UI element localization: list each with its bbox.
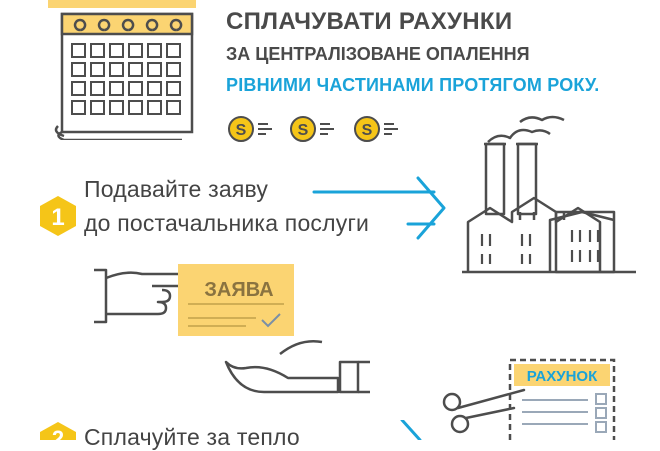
calendar-day-cell bbox=[147, 62, 162, 77]
headline-subtitle: ЗА ЦЕНТРАЛІЗОВАНЕ ОПАЛЕННЯ bbox=[226, 44, 530, 64]
coin-icon: S bbox=[290, 116, 334, 142]
svg-text:S: S bbox=[298, 122, 309, 139]
calendar-day-cell bbox=[147, 100, 162, 115]
arrow-icon bbox=[400, 420, 422, 440]
step-2-line-1: Сплачуйте за тепло bbox=[84, 424, 300, 450]
calendar-day-cell bbox=[166, 81, 181, 96]
svg-text:S: S bbox=[362, 122, 373, 139]
calendar-day-cell bbox=[71, 43, 86, 58]
factory-icon bbox=[462, 115, 636, 274]
step-1-line-2: до постачальника послуги bbox=[84, 210, 370, 236]
calendar-day-cell bbox=[166, 43, 181, 58]
calendar-day-cell bbox=[90, 62, 105, 77]
infographic: СПЛАЧУВАТИ РАХУНКИ ЗА ЦЕНТРАЛІЗОВАНЕ ОПА… bbox=[40, 0, 636, 450]
calendar-day-cell bbox=[166, 62, 181, 77]
calendar-day-cell bbox=[90, 81, 105, 96]
headline-title: СПЛАЧУВАТИ РАХУНКИ bbox=[226, 8, 513, 35]
calendar-day-cell bbox=[128, 81, 143, 96]
calendar-day-cell bbox=[147, 43, 162, 58]
invoice-icon: РАХУНОК bbox=[508, 358, 616, 440]
hand-icon bbox=[94, 268, 190, 324]
step-1-line-1: Подавайте заяву bbox=[84, 176, 269, 202]
invoice-label: РАХУНОК bbox=[527, 368, 598, 385]
calendar-day-cell bbox=[109, 100, 124, 115]
headline-accent: РІВНИМИ ЧАСТИНАМИ ПРОТЯГОМ РОКУ. bbox=[226, 75, 600, 95]
coin-icon: S bbox=[228, 116, 272, 142]
calendar-day-cell bbox=[166, 100, 181, 115]
calendar-day-cell bbox=[128, 100, 143, 115]
hand-icon bbox=[224, 340, 370, 394]
step-number: 2 bbox=[52, 426, 64, 440]
calendar-day-cell bbox=[109, 81, 124, 96]
calendar-day-cell bbox=[128, 43, 143, 58]
arrow-icon bbox=[312, 176, 446, 240]
step-badge: 1 bbox=[40, 196, 76, 236]
application-label: ЗАЯВА bbox=[204, 279, 273, 301]
calendar-day-cell bbox=[71, 81, 86, 96]
calendar-day-cell bbox=[90, 43, 105, 58]
svg-text:S: S bbox=[236, 122, 247, 139]
step-number: 1 bbox=[51, 204, 64, 231]
calendar-day-cell bbox=[109, 62, 124, 77]
calendar-icon bbox=[48, 0, 196, 140]
step-badge: 2 bbox=[40, 422, 76, 440]
calendar-day-cell bbox=[71, 62, 86, 77]
calendar-day-cell bbox=[71, 100, 86, 115]
calendar-day-cell bbox=[90, 100, 105, 115]
calendar-day-cell bbox=[128, 62, 143, 77]
scissors-icon bbox=[442, 388, 526, 434]
calendar-day-cell bbox=[109, 43, 124, 58]
calendar-day-cell bbox=[147, 81, 162, 96]
application-card: ЗАЯВА bbox=[178, 264, 294, 336]
coin-icon: S bbox=[354, 116, 398, 142]
